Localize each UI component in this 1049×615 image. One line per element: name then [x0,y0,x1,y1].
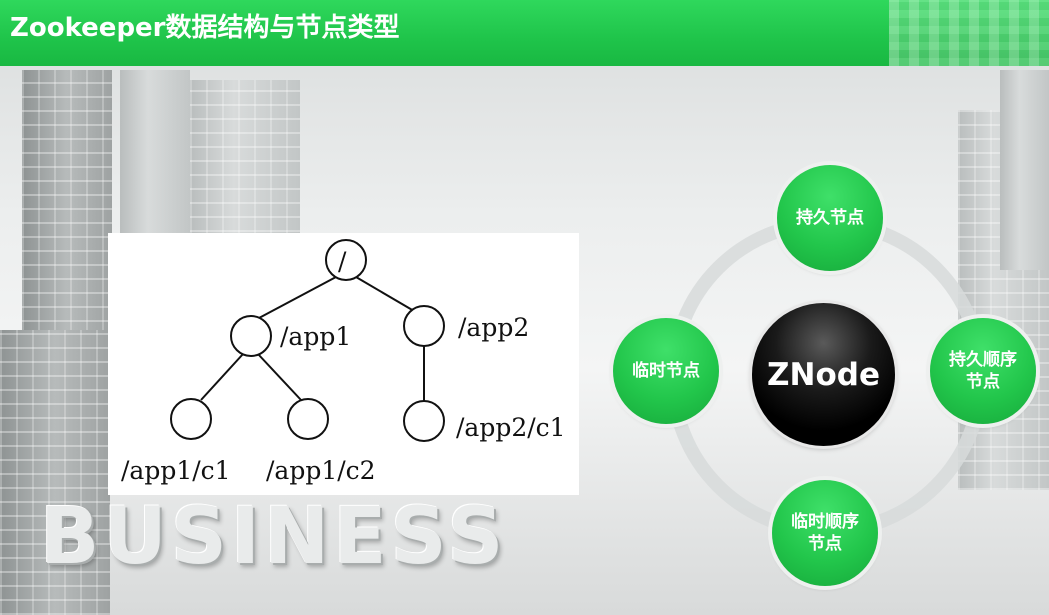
persistent-sequential-label: 持久顺序节点 [949,350,1017,392]
node-app1 [230,315,272,357]
business-watermark: BUSINESS [40,492,508,582]
label-app1-c1: /app1/c1 [121,456,231,485]
edge-app1-c2 [257,353,302,401]
edge-root-app2 [355,276,415,312]
tree-nodes [170,239,445,442]
ephemeral-label: 临时节点 [632,361,700,381]
node-app2-c1 [403,400,445,442]
label-app1: /app1 [280,322,351,351]
building-bottom-left [0,330,110,615]
building-bottom-left-windows [0,330,110,615]
edge-root-app1 [258,276,337,319]
znode-label: ZNode [767,356,880,393]
node-type-ephemeral-sequential: 临时顺序节点 [772,480,878,586]
building-center-left [190,80,300,260]
building-center-left-windows [190,80,300,260]
building-right-2 [1000,70,1049,270]
ephemeral-sequential-label: 临时顺序节点 [791,512,859,554]
znode-center: ZNode [752,303,895,446]
page-title: Zookeeper数据结构与节点类型 [10,13,400,43]
node-type-persistent-sequential: 持久顺序节点 [930,318,1036,424]
tree-diagram-card: / /app1 /app2 /app1/c1 /app1/c2 /app2/c1 [108,233,579,495]
node-root [325,239,367,281]
title-bar: Zookeeper数据结构与节点类型 [0,0,1049,66]
node-app1-c1 [170,398,212,440]
node-type-persistent: 持久节点 [777,165,883,271]
label-app2-c1: /app2/c1 [456,413,566,442]
node-app2 [403,305,445,347]
tree-diagram: / /app1 /app2 /app1/c1 /app1/c2 /app2/c1 [121,239,566,485]
edge-app1-c1 [200,353,244,401]
node-type-ephemeral: 临时节点 [613,318,719,424]
tree-edges [200,276,425,401]
label-root: / [338,247,347,276]
header-decoration [889,0,1049,66]
node-app1-c2 [287,398,329,440]
persistent-label: 持久节点 [796,208,864,228]
label-app1-c2: /app1/c2 [266,456,376,485]
label-app2: /app2 [458,313,529,342]
